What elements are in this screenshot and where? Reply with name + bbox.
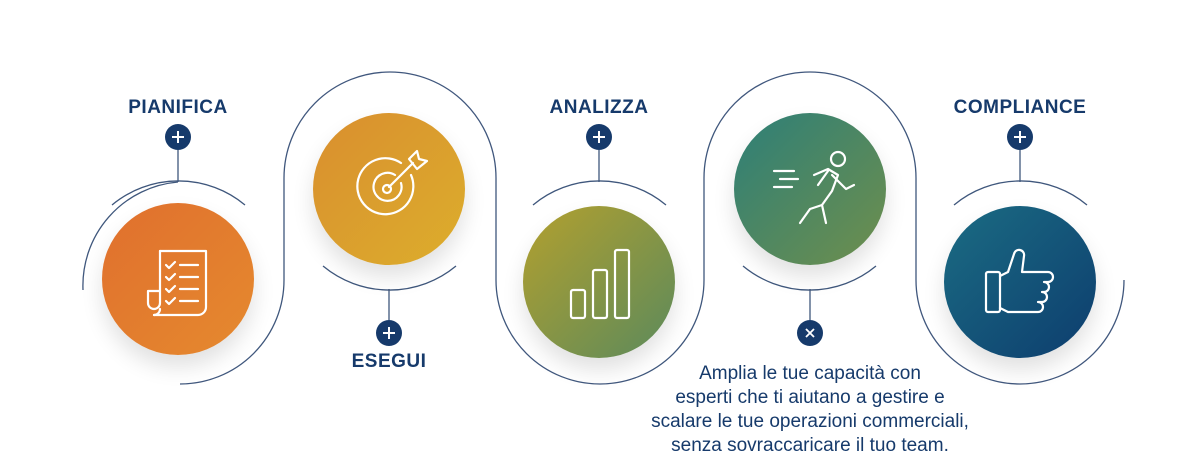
expand-compliance-button[interactable] [1007, 124, 1033, 150]
bar-chart-icon [569, 248, 631, 320]
step-title-compliance: COMPLIANCE [953, 97, 1087, 118]
expand-pianifica-button[interactable] [165, 124, 191, 150]
collapse-run-button[interactable] [797, 320, 823, 346]
step-circle-run[interactable] [734, 113, 886, 265]
plus-icon [172, 131, 184, 143]
plus-icon [383, 327, 395, 339]
description-line: senza sovraccaricare il tuo team. [671, 435, 949, 456]
expand-analizza-button[interactable] [586, 124, 612, 150]
checklist-icon [146, 249, 208, 317]
step-circle-analizza[interactable] [523, 206, 675, 358]
step-circle-esegui[interactable] [313, 113, 465, 265]
step-description: Amplia le tue capacità con esperti che t… [615, 362, 1005, 458]
step-title-analizza: ANALIZZA [549, 97, 649, 118]
step-title-esegui: ESEGUI [351, 351, 427, 372]
description-line: esperti che ti aiutano a gestire e [675, 387, 945, 408]
description-line: Amplia le tue capacità con [699, 363, 921, 384]
plus-icon [1014, 131, 1026, 143]
description-line: scalare le tue operazioni commerciali, [651, 411, 969, 432]
close-icon [805, 328, 815, 338]
step-circle-compliance[interactable] [944, 206, 1096, 358]
step-title-pianifica: PIANIFICA [128, 97, 228, 118]
expand-esegui-button[interactable] [376, 320, 402, 346]
thumbs-up-icon [984, 248, 1055, 314]
target-icon [356, 149, 429, 216]
step-circle-pianifica[interactable] [102, 203, 254, 355]
running-person-icon [772, 150, 856, 225]
plus-icon [593, 131, 605, 143]
